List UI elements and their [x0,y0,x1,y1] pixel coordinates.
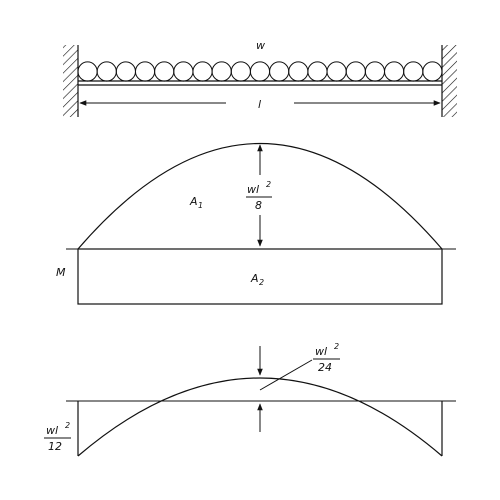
fraction-denominator: 24 [318,361,332,374]
resultant-moment-figure: wl 2 24 wl 2 12 [44,342,456,457]
load-circle [211,61,232,82]
load-circle [134,61,156,82]
fraction-exponent: 2 [266,180,271,189]
net-midspan-moment-fraction: wl 2 24 [313,342,340,374]
right-fixed-support [442,45,457,117]
midspan-moment-fraction: wl 2 8 [246,180,272,212]
load-circle [230,61,251,82]
moment-label: M [56,266,66,279]
net-moment-leader [259,359,313,391]
load-circle [307,61,328,82]
area-a1-subscript: 1 [198,201,203,210]
free-moment-parabola [77,143,443,250]
load-circle [403,61,424,82]
area-a2-subscript: 2 [259,278,264,287]
superposition-figure: wl 2 8 A 1 A 2 M [56,143,456,305]
load-circle [345,61,366,82]
span-label: l [258,98,261,111]
area-a2-label: A [250,272,259,285]
fraction-exponent: 2 [334,342,339,351]
left-fixed-support [63,45,78,117]
load-circle [96,61,117,82]
fraction-numerator: wl [46,424,58,437]
load-circle [422,61,443,82]
distributed-load [77,61,443,82]
fraction-numerator: wl [247,183,259,196]
fraction-denominator: 12 [48,440,62,453]
load-circle [192,61,213,82]
fraction-numerator: wl [315,345,327,358]
fraction-denominator: 8 [255,199,262,212]
load-circle [173,61,194,82]
fraction-exponent: 2 [65,421,70,430]
load-circle [77,61,98,82]
beam-figure: w l [63,39,457,117]
load-label: w [256,39,265,52]
fixing-moment-rectangle [77,248,443,305]
load-circle [269,61,290,82]
support-moment-fraction: wl 2 12 [44,421,71,453]
load-circle [288,61,309,82]
load-circle [249,61,271,82]
resultant-moment-curve [77,377,443,457]
area-a1-label: A [189,195,198,208]
load-circle [364,61,386,82]
load-circle [326,61,347,82]
load-circle [154,61,175,82]
load-circle [384,61,405,82]
load-circle [115,61,136,82]
